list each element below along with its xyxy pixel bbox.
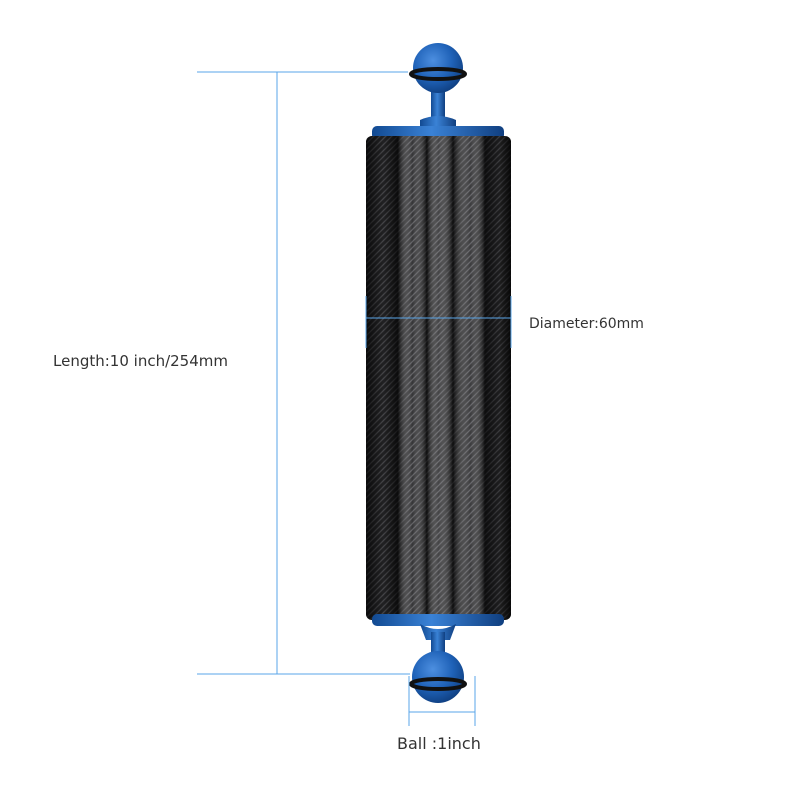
- bottom-stem: [431, 632, 445, 654]
- top-oring: [409, 67, 467, 81]
- top-ball-mount: [372, 43, 504, 140]
- diameter-label: Diameter:60mm: [529, 316, 644, 332]
- carbon-tube: [366, 136, 511, 620]
- length-label: Length:10 inch/254mm: [53, 352, 228, 370]
- ball-size-label: Ball :1inch: [397, 734, 481, 753]
- bottom-oring: [409, 677, 467, 691]
- tube-shading: [366, 136, 511, 620]
- bottom-ball-mount: [372, 614, 504, 703]
- ball-dimension: [408, 676, 476, 726]
- diameter-dimension: [365, 296, 512, 348]
- bottom-cap: [372, 614, 504, 626]
- length-dimension: [197, 71, 410, 675]
